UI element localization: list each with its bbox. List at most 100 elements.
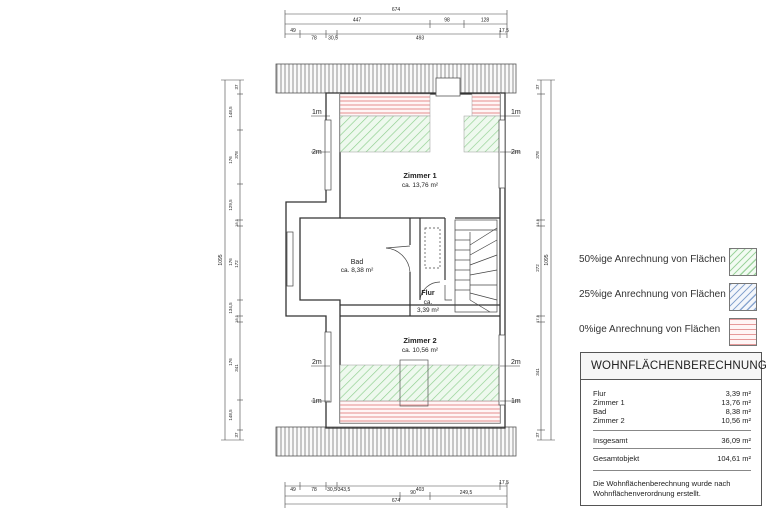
windows: [286, 119, 506, 406]
height-mark-2m-right-bottom: 2m: [511, 359, 521, 366]
room-zimmer1-name: Zimmer 1: [403, 171, 436, 180]
dim-left-18-5-a: 18,5: [234, 218, 239, 227]
legend-0-percent: 0%ige Anrechnung von Flächen: [579, 318, 759, 346]
calc-total-label: Insgesamt: [593, 436, 628, 445]
dim-left-18-5-b: 18,5: [234, 314, 239, 323]
legend-50-percent: 50%ige Anrechnung von Flächen: [579, 248, 759, 276]
zimmer1-hatch-green-right: [463, 115, 501, 153]
roof-overhang-top: [275, 63, 517, 94]
dim-right-37-top: 37: [535, 84, 540, 90]
dim-bottom-30-5: 30,5: [327, 487, 337, 493]
room-bad-area: ca. 8,38 m²: [341, 267, 374, 274]
top-dimensions: [284, 10, 508, 38]
dim-top-98: 98: [444, 18, 450, 24]
legend-25-label: 25%ige Anrechnung von Flächen: [579, 289, 726, 300]
area-calculation-box: WOHNFLÄCHENBERECHNUNG Flur 3,39 m² Zimme…: [580, 352, 767, 506]
dim-left-148-5-bottom: 148,5: [228, 409, 233, 421]
legend-25-swatch: [729, 283, 757, 311]
dim-left-37-bottom: 37: [234, 432, 239, 438]
dim-left-176-c: 176: [228, 358, 233, 366]
dim-top-30-5: 30,5: [328, 36, 338, 42]
bottom-dimensions: [284, 482, 508, 508]
left-dimensions: [221, 79, 244, 441]
zimmer2-hatch-red: [339, 400, 501, 424]
dim-top-49: 49: [290, 28, 296, 34]
legend-50-label: 50%ige Anrechnung von Flächen: [579, 254, 726, 265]
calc-label: Zimmer 1: [593, 398, 625, 407]
doors: [385, 227, 452, 301]
calc-value: 10,56 m²: [721, 416, 751, 425]
calc-divider: [593, 448, 751, 449]
zimmer2-hatch-green: [339, 364, 501, 402]
dim-right-14-5: 14,5: [535, 218, 540, 227]
calc-row-zimmer2: Zimmer 2 10,56 m²: [593, 416, 751, 426]
dim-left-134-5: 134,5: [228, 302, 233, 314]
room-flur-name: Flur: [421, 290, 434, 297]
dormer-top: [435, 77, 461, 97]
dim-left-378: 378: [234, 151, 239, 159]
room-zimmer1-area: ca. 13,76 m²: [402, 182, 439, 189]
legend-0-label: 0%ige Anrechnung von Flächen: [579, 324, 721, 335]
height-mark-2m-left-top: 2m: [312, 149, 322, 156]
calc-row-object: Gesamtobjekt 104,61 m²: [593, 454, 751, 464]
calc-row-zimmer1: Zimmer 1 13,76 m²: [593, 398, 751, 408]
calc-label: Bad: [593, 407, 607, 416]
room-zimmer2-name: Zimmer 2: [403, 336, 436, 345]
dim-top-493: 493: [416, 36, 425, 42]
dim-left-176-b: 176: [228, 258, 233, 266]
height-mark-1m-left-bottom: 1m: [312, 398, 322, 405]
dim-left-172: 172: [234, 260, 239, 268]
staircase: [454, 219, 498, 313]
calc-divider: [593, 430, 751, 431]
dim-top-78: 78: [311, 36, 317, 42]
dim-left-overall: 1095: [218, 254, 224, 265]
zimmer1-hatch-red-right: [471, 93, 501, 117]
dim-right-17-5: 17,5: [535, 314, 540, 323]
calc-row-bad: Bad 8,38 m²: [593, 407, 751, 417]
height-mark-1m-right-top: 1m: [511, 109, 521, 116]
dim-left-341: 341: [234, 364, 239, 372]
dim-top-17-5: 17,5: [499, 28, 509, 34]
calc-object-label: Gesamtobjekt: [593, 454, 640, 463]
zimmer1-hatch-green-left: [339, 115, 431, 153]
skylight-zimmer2: [399, 359, 429, 407]
dim-bottom-overall: 674: [392, 498, 401, 504]
height-mark-1m-right-bottom: 1m: [511, 398, 521, 405]
dim-bottom-403: 403: [416, 487, 425, 493]
calc-total-value: 36,09 m²: [721, 436, 751, 445]
height-lines: [311, 115, 520, 402]
calc-value: 3,39 m²: [725, 389, 751, 398]
dim-right-272: 272: [535, 264, 540, 272]
calc-divider: [593, 470, 751, 471]
dim-right-378: 378: [535, 151, 540, 159]
room-zimmer2-area: ca. 10,56 m²: [402, 347, 439, 354]
dim-right-341: 341: [535, 368, 540, 376]
right-dimensions: [537, 79, 555, 441]
calc-value: 13,76 m²: [721, 398, 751, 407]
dim-bottom-249-5: 249,5: [460, 490, 473, 496]
dim-bottom-17-5: 17,5: [499, 480, 509, 486]
calc-title: WOHNFLÄCHENBERECHNUNG: [581, 353, 767, 380]
legend-0-swatch: [729, 318, 757, 346]
calc-row-total: Insgesamt 36,09 m²: [593, 436, 751, 446]
dim-left-129-5: 129,5: [228, 199, 233, 211]
room-flur-area-1: ca.: [424, 299, 433, 306]
height-mark-1m-left-top: 1m: [312, 109, 322, 116]
calc-label: Flur: [593, 389, 606, 398]
room-bad-name: Bad: [351, 259, 364, 266]
legend-50-swatch: [729, 248, 757, 276]
calc-note: Die Wohnflächenberechnung wurde nach Woh…: [593, 479, 731, 498]
room-flur-area-2: 3,39 m²: [417, 307, 440, 314]
height-mark-2m-left-bottom: 2m: [312, 359, 322, 366]
dim-top-overall: 674: [392, 7, 401, 13]
dim-top-128: 128: [481, 18, 490, 24]
dim-left-176-a: 176: [228, 156, 233, 164]
dim-left-148-5-top: 148,5: [228, 106, 233, 118]
dim-right-overall: 1095: [544, 254, 550, 265]
dim-right-37-bottom: 37: [535, 432, 540, 438]
dim-bottom-49: 49: [290, 487, 296, 493]
dim-bottom-343-5: 343,5: [338, 487, 351, 493]
height-mark-2m-right-top: 2m: [511, 149, 521, 156]
dim-top-447: 447: [353, 18, 362, 24]
